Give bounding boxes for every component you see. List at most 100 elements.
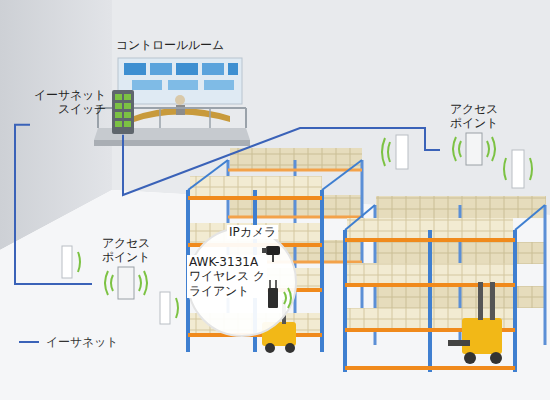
control-room-part [94, 140, 250, 146]
rack-right-part [428, 230, 432, 372]
node-label: IPカメラ [227, 225, 278, 239]
extra-access-panels-part [512, 150, 524, 188]
zoom-spotlight-part [262, 248, 267, 253]
switch-port [124, 112, 131, 118]
forklifts-part [490, 352, 502, 364]
rack-right-part [513, 230, 517, 372]
control-room-part [228, 63, 238, 75]
extra-access-panels-part [78, 252, 80, 272]
control-room-part [132, 80, 162, 90]
extra-access-panels-part [396, 135, 408, 169]
extra-access-panels-part [176, 298, 178, 318]
forklifts [262, 282, 502, 364]
room-walls-part [0, 190, 550, 400]
control-room-part [159, 108, 161, 128]
node-label: コントロールルーム [116, 38, 224, 52]
zoom-spotlight-part [268, 288, 278, 308]
wifi-arc [487, 141, 489, 157]
legend-line [19, 341, 39, 343]
rack-right-part [343, 230, 347, 372]
control-room [94, 58, 250, 146]
node-label: アクセス ポイント [446, 102, 502, 131]
legend: イーサネット [18, 335, 118, 349]
wifi-arc [139, 275, 141, 291]
switch-icon [110, 88, 136, 136]
extra-access-panels-part [62, 246, 72, 278]
rack-right-part [345, 366, 515, 370]
rack-left-part [188, 196, 322, 200]
zoom-spotlight-part [266, 246, 280, 255]
extra-access-panels-part [382, 138, 385, 166]
zoom-spotlight-part [269, 280, 271, 288]
wifi-arc [459, 141, 461, 157]
control-room-part [150, 63, 172, 75]
rack-right-part [345, 238, 515, 242]
rack-left [188, 148, 362, 352]
access-point-node: アクセス ポイント [440, 100, 508, 167]
control-room-part [209, 108, 211, 128]
forklifts-part [285, 343, 295, 353]
control-room-part [175, 95, 185, 105]
extra-access-panels-part [530, 158, 532, 180]
control-room-part [124, 63, 146, 75]
legend-row: イーサネット [18, 335, 118, 349]
extra-access-panels-part [388, 142, 390, 162]
wifi-arc [492, 137, 495, 161]
rack-left-part [228, 169, 362, 172]
switch-port [115, 112, 122, 118]
rack-left-part [228, 216, 362, 219]
label-node: コントロールルーム [112, 36, 228, 54]
ethernet-cable [15, 125, 92, 284]
zoom-spotlight-part [275, 280, 277, 288]
zoom-spotlight-part [188, 228, 296, 336]
access-point-body [118, 267, 134, 299]
switch-port [124, 103, 131, 109]
control-room-part [118, 58, 242, 104]
wifi-arc [105, 271, 108, 295]
zoom-spotlight [188, 228, 296, 336]
zoom-spotlight-part [272, 255, 274, 262]
wifi-arc [111, 275, 113, 291]
forklifts-part [265, 343, 275, 353]
forklifts-part [490, 282, 495, 320]
rack-right [345, 196, 546, 372]
access-point-node: アクセス ポイント [92, 234, 160, 301]
forklifts-part [464, 352, 476, 364]
switch-port [124, 121, 131, 127]
node-label: AWK-3131A ワイヤレス クライアント [187, 255, 267, 298]
control-room-part [202, 63, 224, 75]
extra-access-panels [62, 135, 532, 324]
switch-node: イーサネット スイッチ [30, 86, 138, 135]
zoom-spotlight-part [284, 292, 286, 304]
zoom-spotlight-part [288, 288, 291, 308]
control-room-part [204, 80, 234, 90]
access-point-body [466, 133, 482, 165]
forklifts-part [462, 318, 502, 354]
wifi-arc [453, 137, 456, 161]
switch-port [115, 94, 122, 100]
extra-access-panels-part [504, 158, 506, 180]
ethernet-cable [123, 128, 440, 195]
access-point-icon [104, 266, 148, 300]
wifi-arc [144, 271, 147, 295]
rack-left-part [320, 190, 324, 352]
rack-right-part [345, 283, 515, 287]
extra-access-panels-part [160, 292, 170, 324]
rack-left-part [322, 160, 362, 190]
rack-right-part [345, 205, 375, 230]
forklifts-part [478, 282, 483, 320]
rack-right-part [515, 205, 545, 230]
control-room-part [176, 63, 198, 75]
switch-port [115, 121, 122, 127]
forklifts-part [448, 340, 470, 346]
legend-sample [18, 337, 40, 347]
legend-label: イーサネット [46, 335, 118, 349]
switch-port [124, 94, 131, 100]
label-node: AWK-3131A ワイヤレス クライアント [186, 254, 268, 299]
label-node: IPカメラ [226, 224, 279, 240]
control-room-part [176, 105, 185, 115]
control-room-part [168, 80, 198, 90]
access-point-icon [452, 132, 496, 166]
